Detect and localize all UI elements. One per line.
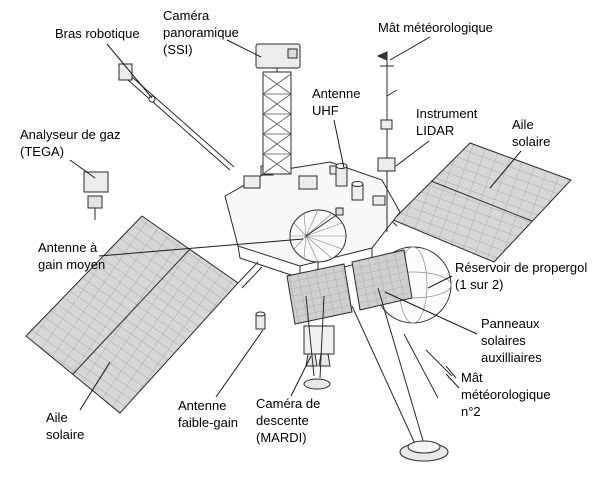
aux-panel-right [351,249,413,311]
ssi-lattice-frame [262,71,292,175]
label-robotic-arm: Bras robotique [55,26,140,41]
label-medium-gain-antenna: Antenne à gain moyen [38,240,106,272]
label-weather-mast-2: Mât météorologique n°2 [461,370,551,419]
deck-box [298,175,318,190]
leg-strut [403,333,439,399]
label-gas-analyzer: Analyseur de gaz (TEGA) [20,127,121,159]
label-lidar-instrument: Instrument LIDAR [416,106,478,138]
leader-gas-analyzer [69,159,96,179]
right-solar-wing-panel [392,142,572,263]
leader-solar-wing-right [489,150,522,189]
label-panoramic-camera: Caméra panoramique (SSI) [163,8,239,57]
footpad [303,378,331,390]
left-solar-wing-panel [25,215,239,414]
label-uhf-antenna: Antenne UHF [312,86,361,118]
lidar-box [377,157,396,172]
deck-side [237,245,373,279]
label-propellant-tank: Réservoir de propergol (1 sur 2) [455,260,588,292]
label-solar-wing-right: Aile solaire [512,117,551,149]
leader-descent-camera [290,355,312,397]
arm-scoop [118,63,133,81]
low-gain-antenna-shape [255,311,266,330]
deck-box [372,195,386,206]
leader-weather-mast [389,36,431,61]
leader-panoramic-camera [226,39,262,58]
ssi-lattice [262,73,292,175]
leader-aux-solar-panels [384,291,478,335]
leader-lidar [395,140,430,167]
deck-box [243,175,261,189]
leader-robotic-arm [106,43,153,99]
label-aux-solar-panels: Panneaux solaires auxilliaires [481,316,542,365]
weather-mast-2-shape [425,349,457,379]
footpad-top [407,440,441,454]
low-gain-cylinder-top [255,311,266,317]
weather-mast-structure [376,51,398,232]
label-weather-mast: Mât météorologique [378,20,493,35]
weather-mast-2-pole [425,349,453,377]
auxiliary-solar-panels [286,249,413,325]
aux-panel-left [286,263,353,325]
left-wing-boom [241,266,263,289]
tega-box-lower [87,195,103,209]
label-low-gain-antenna: Antenne faible-gain [178,398,238,430]
dish-feed [335,207,344,216]
leader-solar-wing-left [79,361,111,411]
weather-sensor-box [380,119,393,130]
arm-joint [148,95,156,103]
weather-mast-branch [386,89,398,97]
arm-segment [131,76,235,168]
medium-gain-dish [289,207,347,274]
tega-box [83,171,109,193]
leg-strut [319,295,325,379]
left-solar-wing [25,215,263,414]
left-wing-boom [237,261,259,284]
dish-ribs [290,209,346,263]
engine-nozzle [305,353,318,367]
right-solar-wing [379,142,572,263]
right-wing-fold-line [430,180,533,222]
leader-low-gain-antenna [215,329,264,398]
label-descent-camera: Caméra de descente (MARDI) [256,396,321,445]
deck-cylinder-top [351,181,364,187]
leader-propellant-tank [427,275,453,289]
leg-strut [377,287,425,445]
left-wing-fold-line [72,248,191,375]
leader-weather-mast-2 [445,373,460,389]
tega-instrument [83,171,109,220]
leg-strut [351,305,417,447]
underbody-box [303,325,335,355]
ssi-camera-lens [287,48,298,59]
weather-mast-vane [376,51,388,61]
engine-nozzle [318,353,331,367]
panoramic-camera-mast [255,43,301,175]
uhf-antenna-shape [335,163,348,187]
weather-mast-2-tip [445,365,457,379]
arm-segment [127,79,231,171]
leg-strut [305,295,315,377]
dish-feed-arm [305,213,339,237]
uhf-cylinder-top [335,163,348,169]
robotic-arm [118,63,235,171]
label-solar-wing-left: Aile solaire [46,410,85,442]
leader-lines [69,36,522,411]
leader-uhf-antenna [333,119,345,169]
leader-medium-gain-antenna [98,238,304,257]
landing-gear [303,287,449,462]
